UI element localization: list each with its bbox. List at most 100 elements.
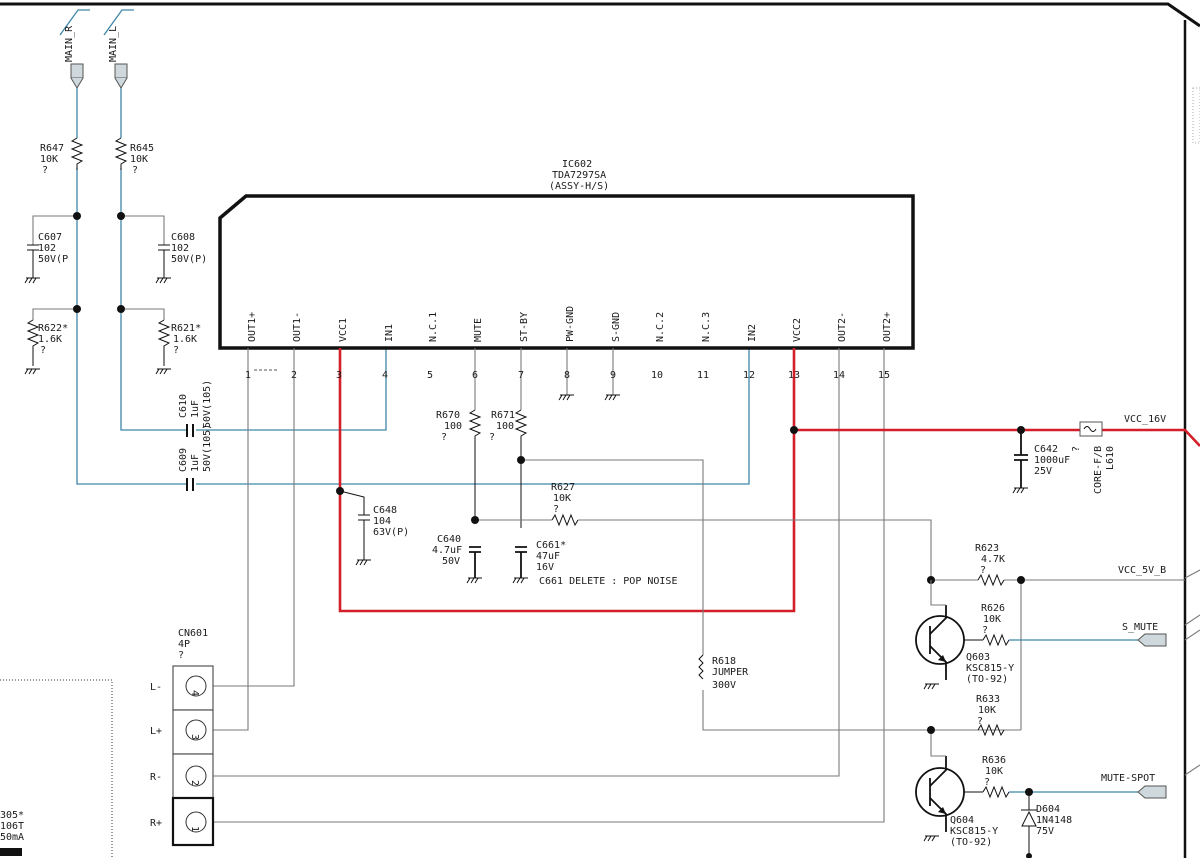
wire-r622-r621 [32,308,165,320]
label-c661-ref: C661* [536,540,566,551]
vcc-16v-red [794,428,1200,447]
label-main-l: MAIN_L [108,26,119,62]
resistor-r623 [977,573,1005,587]
ic-pin-num-6: 6 [472,370,478,381]
junction-r623-right [1017,576,1025,584]
label-ic602-part: TDA7297SA [552,170,606,181]
ic-pin-num-8: 8 [564,370,570,381]
wire-q604-collector [930,730,946,757]
ic-pin-num-5: 5 [427,370,433,381]
label-l610-core: CORE-F/B [1093,446,1104,494]
label-q603-part: KSC815-Y [966,663,1014,674]
resistor-r622 [26,319,40,366]
junction-vcc2 [790,426,798,434]
label-cn601-pin-num-4: 4 [189,690,200,696]
label-r622-value: 1.6K [38,334,62,345]
frame-edge-marker [1192,87,1200,144]
ground-c648 [355,559,371,566]
ic602-body [218,194,915,350]
ic-pin-num-7: 7 [518,370,524,381]
capacitor-c610-symbol [186,424,194,437]
label-r670-ref: R670 [436,410,460,421]
label-c642-value: 1000uF [1034,455,1070,466]
label-c661-rating: 16V [536,562,554,573]
wire-st-by-to-r618 [521,459,1021,731]
label-r618-value: JUMPER [712,667,749,678]
label-r621-ref: R621* [171,323,201,334]
ic-pin-name-3: VCC1 [338,318,349,342]
ic-pin-name-1: OUT1+ [247,312,258,342]
label-r626-value: 10K [983,614,1001,625]
label-r623-value: 4.7K [981,554,1005,565]
label-c648-ref: C648 [373,505,397,516]
label-c609-ref: C609 [178,448,189,472]
label-r647-q: ? [42,165,48,176]
dashed-region [0,679,113,858]
label-r622-ref: R622* [38,323,68,334]
label-q604-ref: Q604 [950,815,974,826]
label-r645-q: ? [132,165,138,176]
label-s-mute: S_MUTE [1122,622,1158,633]
label-r633-q: ? [977,716,983,727]
label-r627-q: ? [553,504,559,515]
ic-pin-num-13: 13 [788,370,800,381]
label-r670-q: ? [441,432,447,443]
label-vcc-5v-b: VCC_5V_B [1118,565,1166,576]
capacitor-c640-symbol [469,546,481,578]
label-r618-ref: R618 [712,656,736,667]
label-r626-ref: R626 [981,603,1005,614]
ic-pin-num-1: 1 [245,370,251,381]
label-d604-rating: 75V [1036,826,1054,837]
ic-pin-num-4: 4 [382,370,388,381]
label-r623-q: ? [980,565,986,576]
connector-cn601 [171,665,215,847]
resistor-r636 [982,785,1010,799]
label-d604-part: 1N4148 [1036,815,1072,826]
junction-c642 [1017,426,1025,434]
label-c648-value: 104 [373,516,391,527]
ground-q603 [923,683,939,690]
port-mute-spot-icon [1137,785,1167,799]
resistor-r621 [157,319,171,366]
label-cn601-pin-r-plus: R+ [150,818,162,829]
label-c610-rating: 50V(105) [202,380,213,428]
label-c608-rating: 50V(P) [171,254,207,265]
label-ic602-ref: IC602 [562,159,592,170]
label-vcc-16v: VCC_16V [1124,414,1166,425]
ic-pin-num-10: 10 [651,370,663,381]
resistor-r671 [514,409,528,528]
label-partial-rating: 50mA [0,832,24,843]
label-r645-ref: R645 [130,143,154,154]
label-cn601-value: 4P [178,639,190,650]
wire-q603-collector [930,580,946,606]
resistor-r670 [468,409,482,520]
ic-pin-name-8: PW-GND [565,306,576,342]
ic-pin-name-6: MUTE [473,318,484,342]
label-c607-rating: 50V(P [38,254,68,265]
junction-dots-left [73,212,125,313]
resistor-r627 [551,513,579,527]
label-r627-value: 10K [553,493,571,504]
right-edge-lines [1184,569,1200,776]
ground-symbols-upper [24,277,171,284]
ic-pin-name-7: ST-BY [519,312,530,342]
port-s-mute-icon [1137,633,1167,647]
ic-pin-name-15: OUT2+ [882,312,893,342]
label-cn601-pin-num-2: 2 [189,780,200,786]
jumper-r618 [698,654,704,680]
label-r647-value: 10K [40,154,58,165]
capacitor-c607-c608-symbols [27,244,170,278]
label-cn601-pin-l-minus: L- [150,682,162,693]
capacitor-c642-symbol [1014,430,1028,488]
label-c640-rating: 50V [442,556,460,567]
label-q603-ref: Q603 [966,652,990,663]
wire-mute-to-q603 [475,519,932,580]
label-cn601-pin-num-1: 1 [189,826,200,832]
ground-symbols-ic [558,394,620,401]
label-r622-q: ? [40,345,46,356]
wire-r633 [931,580,1022,731]
resistor-r645 [114,137,128,170]
junction-bottom [1026,853,1032,858]
label-r671-q: ? [489,432,495,443]
